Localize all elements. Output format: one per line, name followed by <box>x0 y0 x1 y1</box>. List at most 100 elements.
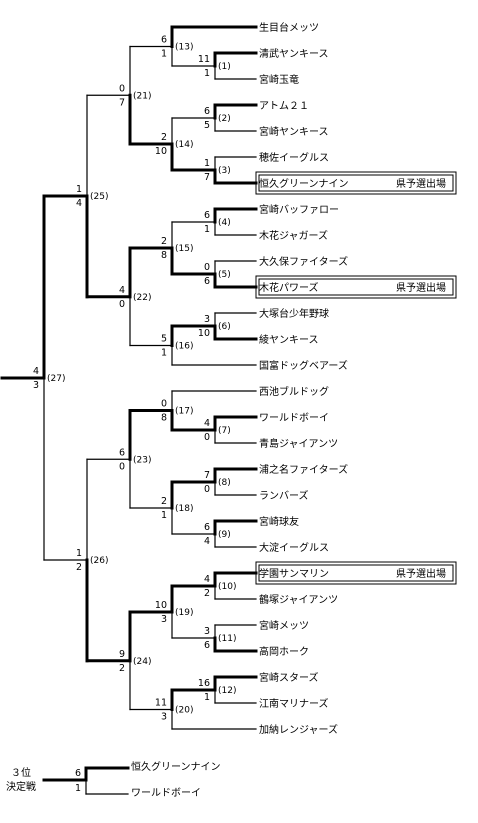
match-top-score: 10 <box>155 600 167 611</box>
match-top-score: 1 <box>204 158 210 169</box>
match-top-score: 4 <box>119 285 125 296</box>
match-top-score: 2 <box>161 132 167 143</box>
qualifier-box-inner <box>258 278 454 296</box>
qualifier-box-inner <box>258 564 454 582</box>
team-name: 青島ジャイアンツ <box>259 437 338 450</box>
match-top-score: 0 <box>161 399 167 410</box>
qualifier-label: 県予選出場 <box>396 177 446 190</box>
match-top-score: 5 <box>161 334 167 345</box>
third-place-bottom-team: ワールドボーイ <box>131 787 201 799</box>
team-name: 鶴塚ジャイアンツ <box>259 593 338 606</box>
team-name: 穂佐イーグルス <box>259 151 329 164</box>
match-bottom-score: 1 <box>204 68 210 79</box>
match-number: (5) <box>218 270 231 280</box>
team-name: 綾ヤンキース <box>259 333 319 346</box>
third-place-title-line2: 決定戦 <box>6 780 36 793</box>
third-place-bottom-score: 1 <box>75 783 81 794</box>
team-name: 大塚台少年野球 <box>259 307 329 320</box>
match-top-score: 1 <box>76 548 82 559</box>
team-name: 宮崎球友 <box>259 515 299 528</box>
match-number: (2) <box>218 114 231 124</box>
match-bottom-score: 3 <box>161 614 167 625</box>
match-bottom-score: 0 <box>119 461 125 472</box>
match-top-score: 4 <box>204 574 210 585</box>
match-bottom-score: 0 <box>204 432 210 443</box>
match-bottom-score: 7 <box>204 172 210 183</box>
match-number: (1) <box>218 62 231 72</box>
qualifier-boxes <box>255 171 457 585</box>
match-bottom-score: 8 <box>161 250 167 261</box>
match-bottom-score: 1 <box>161 348 167 359</box>
match-bottom-score: 6 <box>204 640 210 651</box>
match-number: (23) <box>133 455 151 465</box>
team-name: 加納レンジャーズ <box>259 723 338 736</box>
team-name: 宮崎メッツ <box>259 619 309 632</box>
match-top-score: 6 <box>204 210 210 221</box>
match-number: (14) <box>175 140 193 150</box>
match-number: (3) <box>218 166 231 176</box>
third-place-top-team: 恒久グリーンナイン <box>131 760 221 773</box>
match-number: (22) <box>133 293 151 303</box>
match-bottom-score: 0 <box>119 299 125 310</box>
third-place-title-line1: ３位 <box>11 766 31 779</box>
match-bottom-score: 3 <box>161 712 167 723</box>
match-number: (18) <box>175 504 193 514</box>
match-number: (6) <box>218 322 231 332</box>
team-name: 大淀イーグルス <box>259 541 329 554</box>
match-top-score: 11 <box>198 54 210 65</box>
match-bottom-score: 0 <box>204 484 210 495</box>
team-name: 浦之名ファイターズ <box>259 463 348 476</box>
qualifier-box-outer <box>255 171 457 195</box>
team-name: ワールドボーイ <box>259 412 329 424</box>
match-top-score: 1 <box>76 184 82 195</box>
match-number: (10) <box>218 582 236 592</box>
third-place-top-score: 6 <box>75 768 81 779</box>
match-bottom-score: 8 <box>161 413 167 424</box>
match-bottom-score: 1 <box>161 49 167 60</box>
match-number: (12) <box>218 686 236 696</box>
match-bottom-score: 2 <box>76 562 82 573</box>
match-bottom-score: 3 <box>33 380 39 391</box>
match-top-score: 4 <box>204 418 210 429</box>
team-name: 学園サンマリン <box>259 567 329 580</box>
team-name: 木花ジャガーズ <box>259 229 328 242</box>
match-number: (16) <box>175 342 193 352</box>
team-name: 宮崎玉竜 <box>259 73 299 86</box>
team-name: 宮崎ヤンキース <box>259 125 329 138</box>
team-name: ランバーズ <box>259 489 309 502</box>
match-top-score: 0 <box>204 262 210 273</box>
match-top-score: 6 <box>119 447 125 458</box>
team-name: 生目台メッツ <box>259 21 319 34</box>
match-top-score: 6 <box>161 35 167 46</box>
qualifier-box-outer <box>255 275 457 299</box>
match-number: (20) <box>175 706 193 716</box>
qualifier-label: 県予選出場 <box>396 567 446 580</box>
match-number: (4) <box>218 218 231 228</box>
qualifier-box-inner <box>258 174 454 192</box>
match-bottom-score: 10 <box>198 328 210 339</box>
match-number: (9) <box>218 530 231 540</box>
match-top-score: 6 <box>204 106 210 117</box>
bracket-texts: 111(1)65(2)17(3)61(4)06(5)310(6)40(7)70(… <box>33 21 446 736</box>
match-bottom-score: 4 <box>204 536 210 547</box>
match-number: (21) <box>133 91 151 101</box>
bracket-lines <box>0 25 258 795</box>
match-top-score: 6 <box>204 522 210 533</box>
match-bottom-score: 2 <box>119 663 125 674</box>
team-name: 国富ドッグベアーズ <box>259 359 348 372</box>
match-number: (17) <box>175 407 193 417</box>
match-top-score: 2 <box>161 236 167 247</box>
team-name: 宮崎スターズ <box>259 671 319 684</box>
match-bottom-score: 1 <box>204 224 210 235</box>
match-top-score: 9 <box>119 649 125 660</box>
qualifier-label: 県予選出場 <box>396 281 446 294</box>
match-bottom-score: 7 <box>119 97 125 108</box>
match-bottom-score: 5 <box>204 120 210 131</box>
match-number: (19) <box>175 608 193 618</box>
team-name: 恒久グリーンナイン <box>259 177 349 190</box>
team-name: 木花パワーズ <box>259 281 319 294</box>
match-top-score: 3 <box>204 626 210 637</box>
match-bottom-score: 1 <box>161 510 167 521</box>
team-name: 大久保ファイターズ <box>259 255 348 268</box>
match-number: (24) <box>133 657 151 667</box>
